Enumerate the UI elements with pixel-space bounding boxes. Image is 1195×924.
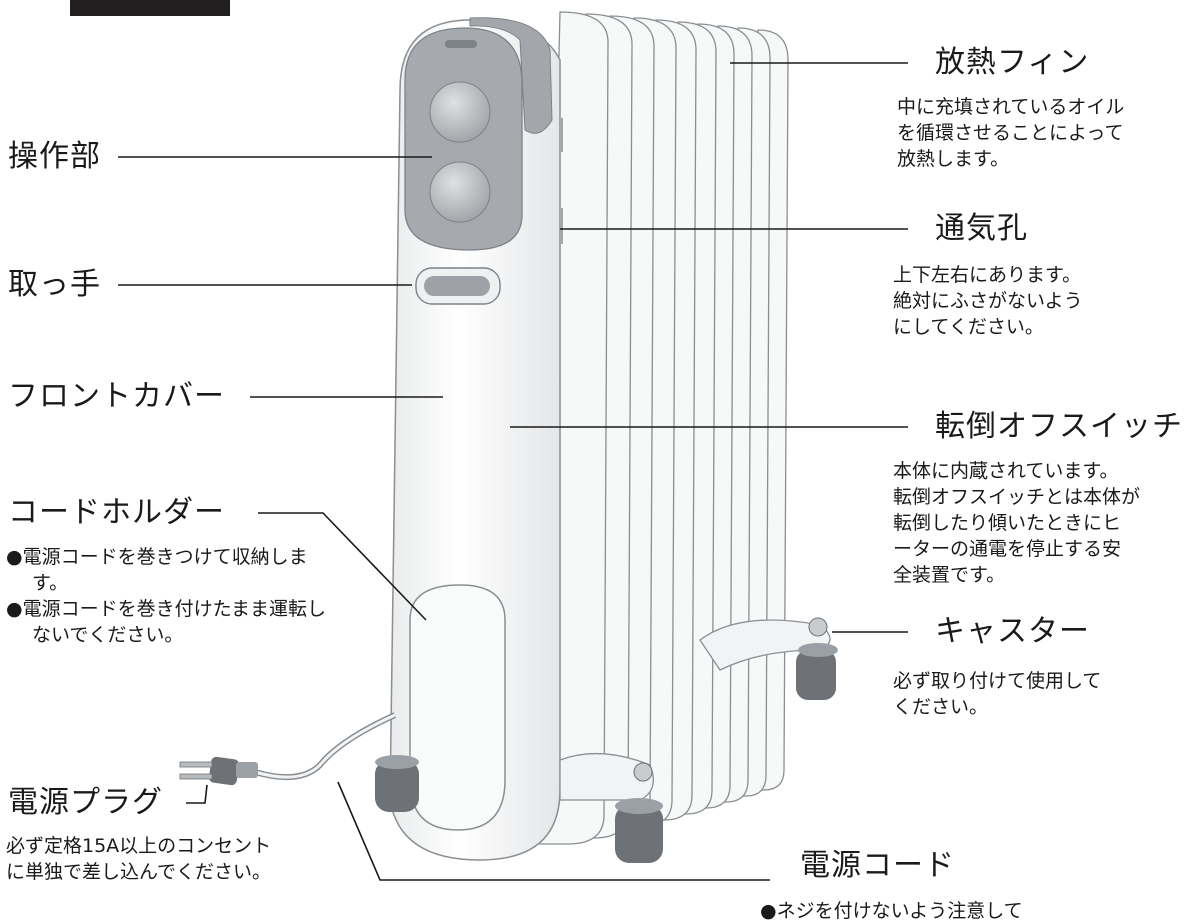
label-front-cover: フロントカバー	[8, 379, 225, 414]
caster-rear	[699, 617, 838, 700]
label-cord-holder: コードホルダー	[8, 495, 225, 530]
label-power-plug: 電源プラグ	[8, 785, 163, 820]
desc-tip-switch: 本体に内蔵されています。 転倒オフスイッチとは本体が 転倒したり傾いたときにヒ …	[893, 460, 1141, 586]
label-vent: 通気孔	[935, 211, 1028, 246]
label-handle: 取っ手	[8, 267, 101, 302]
desc-caster: 必ず取り付けて使用して ください。	[893, 670, 1102, 718]
temperature-knob[interactable]	[429, 81, 491, 143]
label-fins: 放熱フィン	[935, 45, 1090, 80]
desc-cord-holder: ●電源コードを巻きつけて収納します。 ●電源コードを巻き付けたまま運転しないでく…	[6, 544, 326, 648]
power-plug	[179, 756, 258, 786]
desc-cord-holder-2: ●電源コードを巻き付けたまま運転しないでください。	[6, 598, 327, 646]
label-tip-switch: 転倒オフスイッチ	[935, 409, 1183, 444]
label-caster: キャスター	[935, 614, 1090, 649]
caster-front	[375, 752, 663, 863]
desc-fins: 中に充填されているオイル を循環させることによって 放熱します。	[897, 96, 1125, 170]
cord-holder	[409, 584, 506, 831]
desc-cord-holder-1: ●電源コードを巻きつけて収納します。	[6, 546, 308, 594]
power-knob[interactable]	[429, 161, 491, 223]
leader-lines	[118, 62, 908, 881]
desc-power-cord: ●ネジを付けないよう注意して	[760, 900, 1023, 922]
label-control-panel: 操作部	[8, 139, 101, 174]
control-panel	[404, 27, 523, 251]
power-cord	[254, 712, 397, 781]
top-tab	[70, 0, 230, 16]
desc-power-plug: 必ず定格15A以上のコンセント に単独で差し込んでください。	[6, 835, 272, 883]
handle-slot	[415, 267, 501, 305]
desc-vent: 上下左右にあります。 絶対にふさがないよう にしてください。	[893, 264, 1083, 338]
label-power-cord: 電源コード	[800, 848, 955, 883]
radiator-fins	[539, 11, 789, 845]
